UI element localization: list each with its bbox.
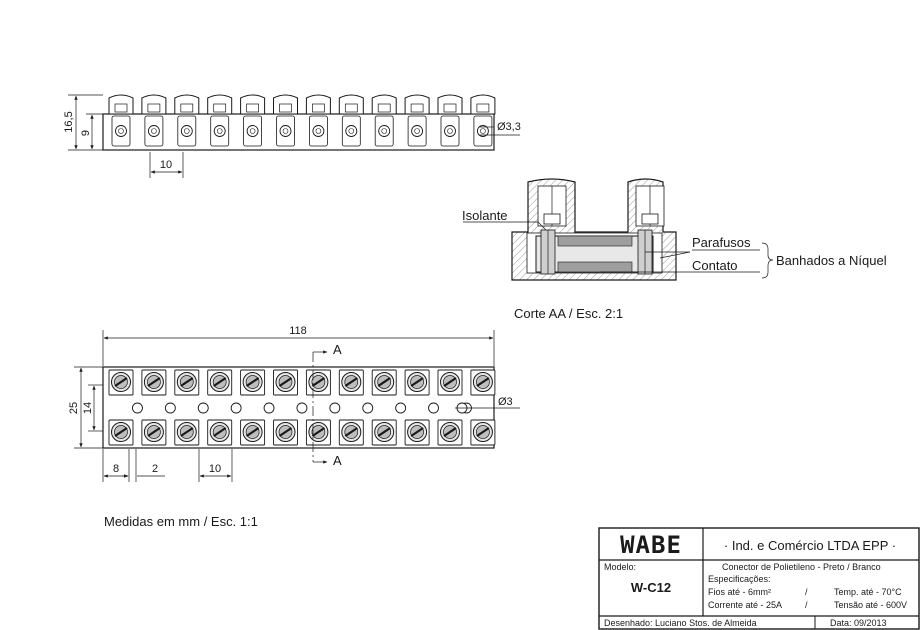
section-aa: Isolante Parafusos Contato Banhados a Ní…: [462, 178, 887, 321]
top-view-hole: [279, 125, 292, 137]
section-caption: Corte AA / Esc. 2:1: [514, 306, 623, 321]
dim-top-height: 16,5: [63, 111, 75, 132]
top-view-hole: [115, 125, 127, 137]
dim-height: 25: [68, 402, 80, 414]
spec-sep-2: /: [805, 600, 808, 610]
spec-tensao: Tensão até - 600V: [834, 600, 907, 610]
top-view-tower: [108, 94, 134, 147]
dim-end: 8: [113, 463, 119, 475]
top-view-base: [102, 113, 495, 151]
top-view-hole: [180, 125, 193, 137]
top-view-tower: [240, 94, 266, 147]
terminal-cell: [371, 369, 407, 446]
dim-hole-top: Ø3,3: [497, 121, 521, 133]
data: Data: 09/2013: [830, 618, 887, 628]
terminal-cell: [108, 369, 143, 446]
spec-fios: Fios até - 6mm²: [708, 587, 771, 597]
terminal-cell: [240, 369, 275, 446]
front-view-cells: [108, 369, 496, 446]
top-view-hole: [345, 125, 358, 137]
top-view-hole: [411, 125, 424, 137]
terminal-cell: [470, 369, 496, 446]
desenhado: Desenhado: Luciano Stos. de Almeida: [604, 618, 757, 628]
top-view-tower: [437, 94, 463, 147]
top-view-hole: [312, 125, 325, 137]
terminal-cell: [174, 369, 209, 446]
top-view-hole: [378, 125, 391, 137]
section-marker-top: A: [333, 342, 342, 357]
top-view-tower: [273, 94, 298, 147]
spec-corrente: Corrente até - 25A: [708, 600, 782, 610]
top-view-tower: [174, 94, 200, 147]
mounting-hole: [329, 402, 341, 414]
top-view-hole: [444, 125, 456, 137]
top-view-hole: [147, 125, 160, 137]
mounting-hole: [296, 402, 308, 414]
dim-inner: 14: [82, 402, 94, 414]
label-contato: Contato: [692, 258, 738, 273]
top-view-hole: [213, 125, 226, 137]
terminal-cell: [338, 369, 374, 446]
dim-gap: 2: [152, 463, 158, 475]
terminal-cell: [305, 369, 341, 446]
front-view-body: [102, 366, 495, 449]
logo: WABE: [620, 531, 682, 559]
top-view-tower: [371, 94, 397, 147]
top-view-towers: [108, 94, 496, 147]
front-view: A A 118 25 14 8 2 10 Ø3: [68, 325, 520, 482]
mounting-hole: [362, 402, 374, 414]
dim-pitch: 10: [209, 463, 221, 475]
dim-top-pitch: 10: [160, 159, 172, 171]
spec-temp: Temp. até - 70°C: [834, 587, 902, 597]
terminal-cell: [437, 369, 472, 446]
spec-label: Especificações:: [708, 574, 771, 584]
label-isolante: Isolante: [462, 208, 508, 223]
section-marker-bottom: A: [333, 453, 342, 468]
dim-total-length: 118: [289, 325, 307, 337]
terminal-cell: [273, 369, 308, 446]
top-view-hole: [476, 125, 489, 137]
terminal-cell: [141, 369, 176, 446]
top-view-tower: [305, 94, 331, 147]
dim-hole: Ø3: [498, 396, 513, 408]
top-view-hole: [246, 125, 259, 137]
label-parafusos: Parafusos: [692, 235, 751, 250]
terminal-cell: [404, 369, 439, 446]
mounting-hole: [164, 402, 176, 414]
top-view-tower: [141, 94, 167, 147]
top-view-tower: [338, 94, 364, 147]
modelo-value: W-C12: [631, 580, 671, 595]
mounting-hole: [197, 402, 209, 414]
spec-sep-1: /: [805, 587, 808, 597]
top-view-tower: [207, 94, 233, 147]
top-view-tower: [470, 94, 496, 147]
mounting-hole: [131, 402, 143, 414]
top-view-tower: [404, 94, 430, 147]
mounting-hole: [428, 402, 439, 414]
mounting-hole: [263, 402, 275, 414]
mounting-hole: [395, 402, 407, 414]
company-name: · Ind. e Comércio LTDA EPP ·: [724, 538, 896, 553]
modelo-label: Modelo:: [604, 562, 636, 572]
top-view: 16,5 9 10 Ø3,3: [63, 94, 521, 178]
measure-note: Medidas em mm / Esc. 1:1: [104, 514, 258, 529]
dim-top-inner: 9: [80, 130, 92, 136]
title-block: WABE · Ind. e Comércio LTDA EPP · Modelo…: [598, 527, 920, 630]
mounting-hole: [230, 402, 242, 414]
description: Conector de Polietileno - Preto / Branco: [722, 562, 881, 572]
terminal-cell: [207, 369, 242, 446]
label-banhados: Banhados a Níquel: [776, 253, 887, 268]
